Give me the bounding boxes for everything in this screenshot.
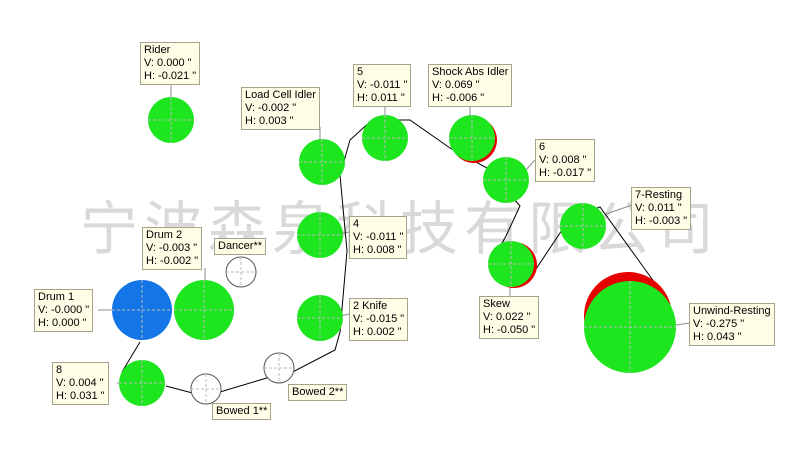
label-load-cell-idler-h: H: 0.003 ": [245, 115, 294, 127]
label-unwind-resting-v: V: -0.275 ": [693, 318, 745, 330]
label-roller-4-name: 4: [353, 218, 360, 230]
label-roller-6-v: V: 0.008 ": [539, 154, 587, 166]
label-drum-2-v: V: -0.003 ": [146, 242, 198, 254]
label-roller-4: 4 V: -0.011 " H: 0.008 ": [349, 216, 408, 259]
label-roller-8: 8 V: 0.004 " H: 0.031 ": [52, 362, 109, 405]
label-drum-1-v: V: -0.000 ": [38, 304, 90, 316]
label-rider-h: H: -0.021 ": [144, 70, 197, 82]
label-shock-abs-idler-name: Shock Abs Idler: [432, 66, 509, 78]
label-roller-8-v: V: 0.004 ": [56, 377, 104, 389]
label-drum-2: Drum 2 V: -0.003 " H: -0.002 ": [142, 227, 203, 270]
label-load-cell-idler-name: Load Cell Idler: [245, 89, 316, 101]
label-rider: Rider V: 0.000 " H: -0.021 ": [140, 42, 201, 85]
label-unwind-resting-h: H: 0.043 ": [693, 331, 742, 343]
label-roller-6-h: H: -0.017 ": [539, 167, 592, 179]
label-bowed-1: Bowed 1**: [212, 403, 272, 420]
label-rider-name: Rider: [144, 44, 171, 56]
label-roller-5-name: 5: [357, 66, 364, 78]
label-drum-2-h: H: -0.002 ": [146, 255, 199, 267]
label-shock-abs-idler-h: H: -0.006 ": [432, 92, 485, 104]
label-rider-v: V: 0.000 ": [144, 57, 192, 69]
label-roller-4-v: V: -0.011 ": [353, 231, 404, 243]
label-skew-v: V: 0.022 ": [483, 311, 531, 323]
label-drum-1-h: H: 0.000 ": [38, 317, 87, 329]
label-roller-8-h: H: 0.031 ": [56, 390, 105, 402]
label-skew-h: H: -0.050 ": [483, 324, 536, 336]
label-drum-1: Drum 1 V: -0.000 " H: 0.000 ": [34, 289, 94, 332]
label-roller-7-resting-h: H: -0.003 ": [635, 215, 688, 227]
label-roller-2-knife-h: H: 0.002 ": [353, 326, 402, 338]
label-dancer: Dancer**: [214, 238, 267, 255]
rollers: [112, 97, 676, 406]
label-unwind-resting: Unwind-Resting V: -0.275 " H: 0.043 ": [689, 303, 775, 346]
label-roller-4-h: H: 0.008 ": [353, 244, 402, 256]
label-drum-1-name: Drum 1: [38, 291, 75, 303]
label-roller-5-v: V: -0.011 ": [357, 79, 408, 91]
label-shock-abs-idler: Shock Abs Idler V: 0.069 " H: -0.006 ": [428, 64, 513, 107]
label-bowed-2-name: Bowed 2**: [292, 386, 344, 398]
label-unwind-resting-name: Unwind-Resting: [693, 305, 771, 317]
label-shock-abs-idler-v: V: 0.069 ": [432, 79, 480, 91]
label-roller-5: 5 V: -0.011 " H: 0.011 ": [353, 64, 412, 107]
label-skew-name: Skew: [483, 298, 510, 310]
label-roller-7-resting-v: V: 0.011 ": [635, 202, 682, 214]
label-drum-2-name: Drum 2: [146, 229, 183, 241]
label-load-cell-idler-v: V: -0.002 ": [245, 102, 297, 114]
label-roller-7-resting-name: 7-Resting: [635, 189, 683, 201]
label-roller-8-name: 8: [56, 364, 63, 376]
label-dancer-name: Dancer**: [218, 240, 263, 252]
label-skew: Skew V: 0.022 " H: -0.050 ": [479, 296, 540, 339]
label-roller-7-resting: 7-Resting V: 0.011 " H: -0.003 ": [631, 187, 692, 230]
label-roller-6: 6 V: 0.008 " H: -0.017 ": [535, 139, 596, 182]
label-load-cell-idler: Load Cell Idler V: -0.002 " H: 0.003 ": [241, 87, 320, 130]
label-roller-2-knife: 2 Knife V: -0.015 " H: 0.002 ": [349, 298, 409, 341]
label-roller-2-knife-v: V: -0.015 ": [353, 313, 405, 325]
label-roller-5-h: H: 0.011 ": [357, 92, 405, 104]
center-crosshairs: [112, 97, 676, 406]
label-roller-2-knife-name: 2 Knife: [353, 300, 388, 312]
label-bowed-2: Bowed 2**: [288, 384, 348, 401]
label-roller-6-name: 6: [539, 141, 546, 153]
label-bowed-1-name: Bowed 1**: [216, 405, 268, 417]
